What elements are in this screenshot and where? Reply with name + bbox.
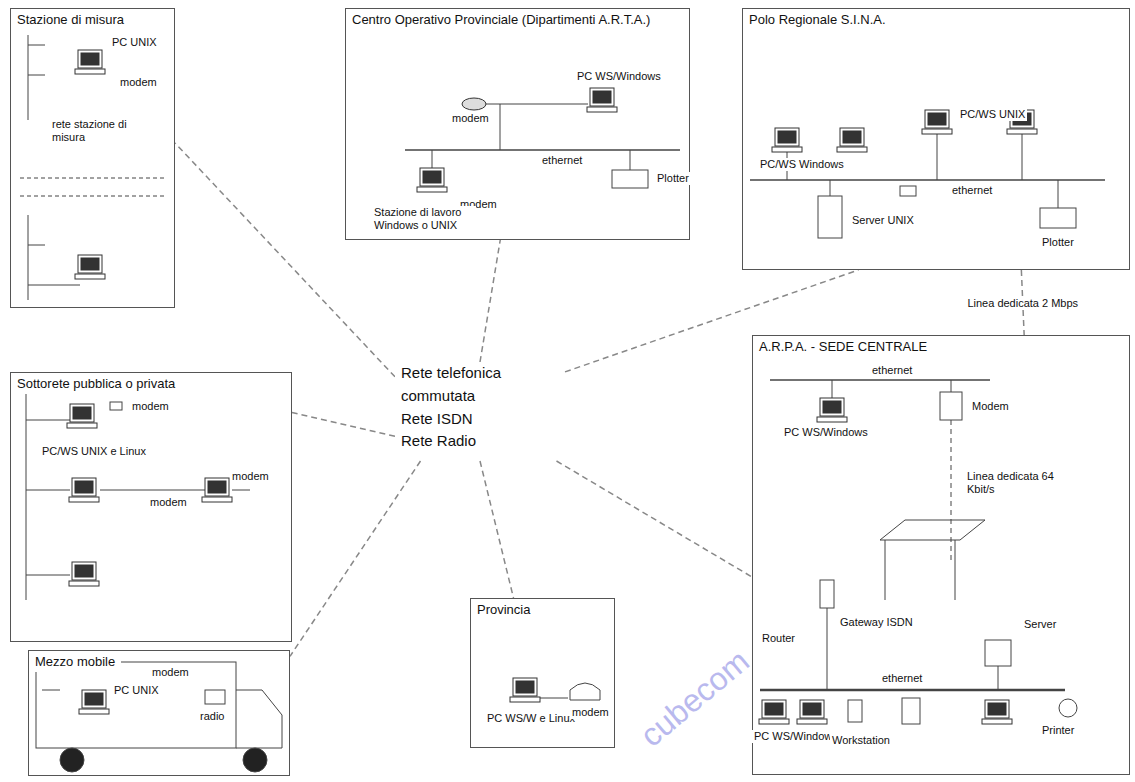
device-label: ethernet bbox=[880, 672, 924, 685]
network-link bbox=[557, 461, 753, 577]
device-label: PC/WS Windows bbox=[758, 158, 846, 171]
device-label: PC UNIX bbox=[112, 684, 161, 697]
network-name: Rete ISDN bbox=[395, 408, 479, 431]
device-label: modem bbox=[230, 470, 271, 483]
device-label: Gateway ISDN bbox=[838, 616, 915, 629]
pc-icon bbox=[75, 255, 105, 279]
pc-icon bbox=[797, 700, 827, 724]
network-link bbox=[175, 143, 395, 377]
device-label: ethernet bbox=[870, 364, 914, 377]
network-link bbox=[290, 461, 421, 656]
pc-icon bbox=[772, 128, 802, 152]
device-label: PC WS/Windows bbox=[782, 426, 870, 439]
device-label: Plotter bbox=[1040, 236, 1076, 249]
section-title: Centro Operativo Provinciale (Dipartimen… bbox=[346, 9, 656, 30]
device-label: PC UNIX bbox=[110, 36, 159, 49]
pc-icon bbox=[817, 398, 847, 422]
pc-icon bbox=[510, 678, 540, 702]
pc-icon bbox=[837, 128, 867, 152]
network-section: Polo Regionale S.I.N.A. bbox=[742, 8, 1130, 270]
device-label: Server bbox=[1022, 618, 1058, 631]
device-label: Linea dedicata 64 Kbit/s bbox=[965, 470, 1069, 496]
network-name: Rete telefonica bbox=[395, 362, 507, 385]
network-link bbox=[292, 413, 395, 437]
section-title: Stazione di misura bbox=[11, 9, 130, 30]
pc-icon bbox=[69, 562, 99, 586]
section-title: Provincia bbox=[471, 599, 536, 620]
device-label: Server UNIX bbox=[850, 214, 916, 227]
pc-icon bbox=[587, 88, 617, 112]
device-label: Modem bbox=[970, 400, 1011, 413]
network-section: Stazione di misura bbox=[10, 8, 175, 308]
network-hub: Rete telefonicacommutataRete ISDNRete Ra… bbox=[395, 362, 565, 461]
link-label: Linea dedicata 2 Mbps bbox=[965, 297, 1080, 309]
watermark: cubecom bbox=[633, 643, 756, 755]
device-label: Router bbox=[760, 632, 797, 645]
pc-icon bbox=[69, 478, 99, 502]
device-label: radio bbox=[198, 710, 226, 723]
network-link bbox=[480, 461, 514, 598]
device-label: PC WS/Windows bbox=[575, 70, 663, 83]
section-title: A.R.P.A. - SEDE CENTRALE bbox=[753, 336, 933, 357]
router-icon bbox=[462, 98, 486, 110]
pc-icon bbox=[759, 700, 789, 724]
network-section: Provincia bbox=[470, 598, 615, 748]
pc-icon bbox=[67, 404, 97, 428]
device-label: PC WS/Windows bbox=[752, 730, 840, 743]
device-label: modem bbox=[148, 496, 189, 509]
network-name: Rete Radio bbox=[395, 430, 482, 453]
pc-icon bbox=[982, 700, 1012, 724]
pc-icon bbox=[79, 690, 109, 714]
device-label: rete stazione di misura bbox=[50, 118, 154, 144]
device-label: modem bbox=[130, 400, 171, 413]
pc-icon bbox=[417, 168, 447, 192]
pc-icon bbox=[202, 478, 232, 502]
device-label: modem bbox=[450, 112, 491, 125]
device-label: modem bbox=[150, 666, 191, 679]
device-label: modem bbox=[118, 76, 159, 89]
device-label: modem bbox=[570, 706, 611, 719]
device-label: ethernet bbox=[950, 184, 994, 197]
section-title: Polo Regionale S.I.N.A. bbox=[743, 9, 892, 30]
section-title: Mezzo mobile bbox=[29, 651, 121, 672]
network-section: A.R.P.A. - SEDE CENTRALE bbox=[752, 335, 1130, 775]
device-label: Stazione di lavoro Windows o UNIX bbox=[372, 206, 476, 232]
device-label: PC WS/W e Linux bbox=[485, 712, 577, 725]
pc-icon bbox=[922, 110, 952, 134]
network-name: commutata bbox=[395, 385, 481, 408]
section-title: Sottorete pubblica o privata bbox=[11, 373, 181, 394]
device-label: ethernet bbox=[540, 154, 584, 167]
device-label: Plotter bbox=[655, 172, 691, 185]
device-label: Workstation bbox=[830, 734, 892, 747]
device-label: PC/WS UNIX e Linux bbox=[40, 445, 148, 458]
device-label: Printer bbox=[1040, 724, 1076, 737]
device-label: PC/WS UNIX bbox=[958, 108, 1027, 121]
network-link bbox=[480, 240, 500, 362]
pc-icon bbox=[75, 50, 105, 74]
